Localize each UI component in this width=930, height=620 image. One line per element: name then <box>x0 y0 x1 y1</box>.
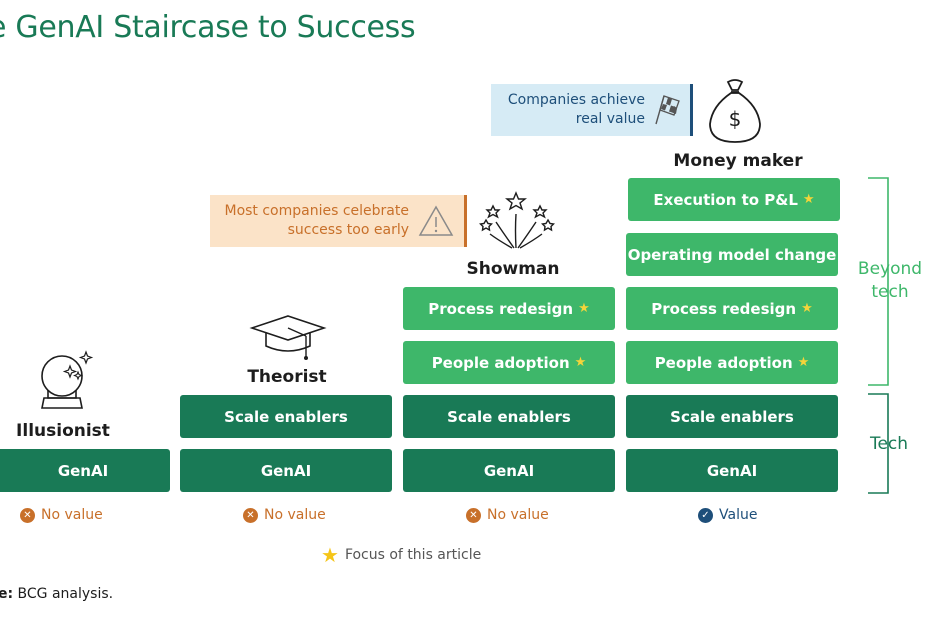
status-no-value: ✕ No value <box>243 507 326 523</box>
block-execution-to-pl: Execution to P&L ★ <box>628 178 840 221</box>
star-icon: ★ <box>797 355 810 370</box>
legend: ★ Focus of this article <box>321 543 481 567</box>
early-success-callout: Most companies celebrate success too ear… <box>210 195 467 247</box>
real-value-callout: Companies achieve real value <box>491 84 693 136</box>
graduation-cap-icon <box>249 315 327 360</box>
warning-icon <box>418 205 454 236</box>
status-label: No value <box>41 507 103 523</box>
block-label: Scale enablers <box>670 407 794 426</box>
persona-theorist: Theorist <box>247 367 327 387</box>
status-label: No value <box>487 507 549 523</box>
status-no-value: ✕ No value <box>20 507 103 523</box>
star-icon: ★ <box>321 543 339 567</box>
early-callout-line1: Most companies celebrate <box>224 203 409 219</box>
block-label: Execution to P&L <box>653 190 798 209</box>
block-genai: GenAI <box>626 449 838 492</box>
tech-label: Tech <box>869 434 909 454</box>
tech-bracket <box>868 393 889 494</box>
x-circle-icon: ✕ <box>20 507 35 523</box>
source-label: e: <box>0 586 14 602</box>
block-people-adoption: People adoption ★ <box>626 341 838 384</box>
block-label: Operating model change <box>627 245 837 264</box>
x-circle-icon: ✕ <box>243 507 258 523</box>
real-callout-line1: Companies achieve <box>507 92 645 108</box>
block-genai: GenAI <box>0 449 170 492</box>
check-circle-icon: ✓ <box>698 507 713 523</box>
crystal-ball-icon <box>41 350 94 409</box>
early-callout-line2: success too early <box>287 222 409 238</box>
persona-illusionist: Illusionist <box>16 421 110 441</box>
persona-money-maker: Money maker <box>673 151 803 171</box>
block-process-redesign: Process redesign ★ <box>403 287 615 330</box>
star-icon: ★ <box>801 301 813 316</box>
star-icon: ★ <box>802 192 815 207</box>
block-operating-model-change: Operating model change <box>626 233 838 276</box>
source-text: BCG analysis. <box>17 586 114 602</box>
checkered-flag-icon <box>655 95 680 125</box>
status-label: Value <box>719 507 758 523</box>
beyond-tech-label: Beyond tech <box>853 258 927 304</box>
block-label: GenAI <box>260 461 312 480</box>
svg-text:$: $ <box>729 107 742 131</box>
block-label: GenAI <box>483 461 535 480</box>
block-genai: GenAI <box>403 449 615 492</box>
block-label: Process redesign <box>428 299 574 318</box>
block-scale-enablers: Scale enablers <box>403 395 615 438</box>
x-circle-icon: ✕ <box>466 507 481 523</box>
block-label: Scale enablers <box>447 407 571 426</box>
block-genai: GenAI <box>180 449 392 492</box>
page-title: e GenAI Staircase to Success <box>0 10 416 45</box>
beyond-tech-line1: Beyond <box>857 259 923 279</box>
star-icon: ★ <box>574 355 587 370</box>
block-label: People adoption <box>654 353 793 372</box>
legend-label: Focus of this article <box>344 547 482 563</box>
block-label: Scale enablers <box>224 407 348 426</box>
fireworks-icon <box>479 191 555 249</box>
beyond-tech-line2: tech <box>871 282 909 302</box>
money-bag-icon: $ <box>709 79 761 143</box>
star-icon: ★ <box>578 301 590 316</box>
status-label: No value <box>264 507 326 523</box>
block-scale-enablers: Scale enablers <box>180 395 392 438</box>
status-value: ✓ Value <box>698 507 757 523</box>
source-note: e: BCG analysis. <box>0 586 113 602</box>
block-process-redesign: Process redesign ★ <box>626 287 838 330</box>
block-label: People adoption <box>431 353 570 372</box>
persona-showman: Showman <box>466 259 560 279</box>
real-callout-line2: real value <box>575 111 645 127</box>
block-label: Process redesign <box>651 299 797 318</box>
block-scale-enablers: Scale enablers <box>626 395 838 438</box>
block-label: GenAI <box>706 461 758 480</box>
beyond-tech-bracket <box>868 177 889 386</box>
block-people-adoption: People adoption ★ <box>403 341 615 384</box>
block-label: GenAI <box>57 461 109 480</box>
status-no-value: ✕ No value <box>466 507 549 523</box>
